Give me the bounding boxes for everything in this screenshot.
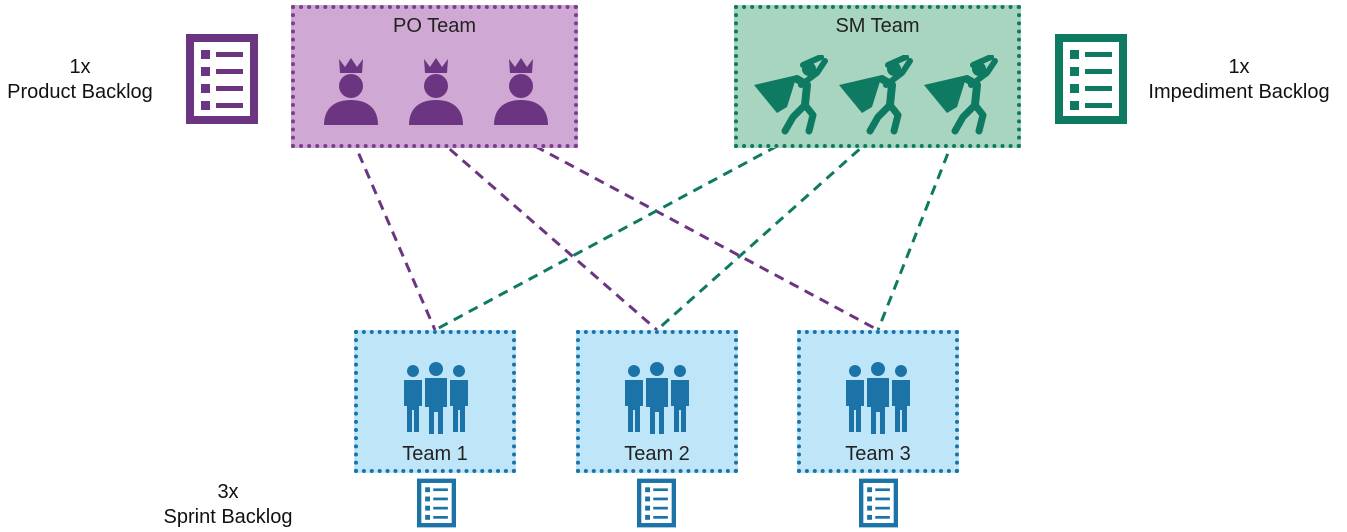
group-icon: [840, 362, 916, 434]
connection-line-1: [350, 137, 437, 331]
sprint-backlog-count: 3x: [217, 481, 239, 503]
product-backlog-name: Product Backlog: [7, 81, 153, 103]
sprint-backlog-label: 3x Sprint Backlog: [150, 480, 306, 530]
sprint-backlog-list-icon: [859, 478, 898, 528]
superhero-icon: [751, 55, 831, 135]
group-icon: [398, 362, 474, 434]
team-1-title: Team 1: [402, 443, 468, 465]
connection-line-4: [434, 136, 793, 332]
po-team-title: PO Team: [393, 15, 476, 37]
impediment-backlog-label: 1x Impediment Backlog: [1135, 55, 1343, 105]
crowned-person-icon: [322, 55, 380, 127]
product-backlog-count: 1x: [69, 56, 91, 78]
sprint-backlog-name: Sprint Backlog: [163, 506, 293, 528]
team-3-title: Team 3: [845, 443, 911, 465]
superhero-icon: [836, 55, 916, 135]
superhero-icon: [921, 55, 1001, 135]
impediment-backlog-list-icon: [1055, 34, 1127, 124]
sm-team-title: SM Team: [835, 15, 920, 37]
connection-line-5: [656, 136, 873, 332]
crowned-person-icon: [407, 55, 465, 127]
group-icon: [619, 362, 695, 434]
connection-line-2: [436, 136, 658, 332]
impediment-backlog-name: Impediment Backlog: [1148, 81, 1330, 103]
connection-line-6: [876, 137, 956, 331]
product-backlog-label: 1x Product Backlog: [0, 55, 160, 105]
sprint-backlog-list-icon: [637, 478, 676, 528]
impediment-backlog-count: 1x: [1228, 56, 1250, 78]
connection-line-3: [519, 136, 879, 332]
sprint-backlog-list-icon: [417, 478, 456, 528]
crowned-person-icon: [492, 55, 550, 127]
team-2-title: Team 2: [624, 443, 690, 465]
product-backlog-list-icon: [186, 34, 258, 124]
